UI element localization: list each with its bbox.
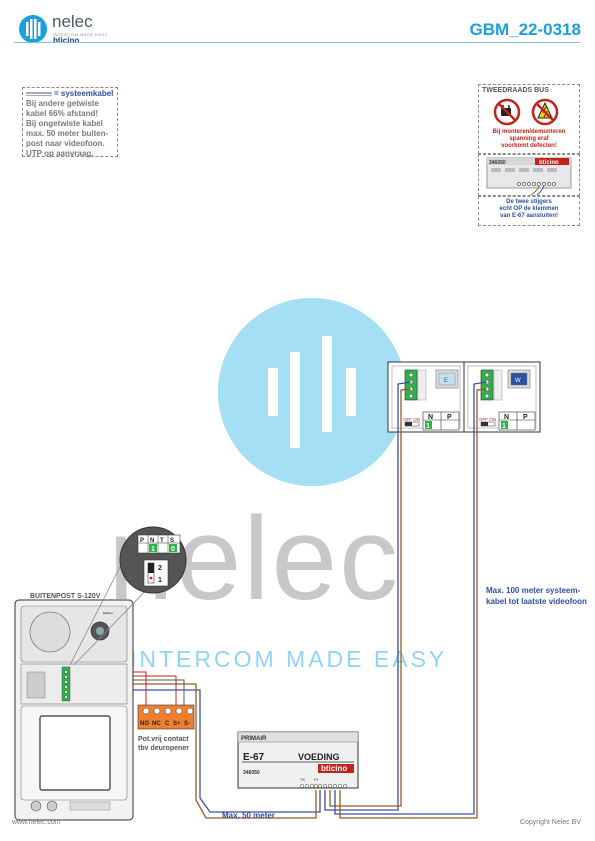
monitor-1-terminal-block: [404, 369, 427, 401]
two-wire-bus-box: TWEEDRAADS BUS Bij monteren/demonteren s…: [478, 84, 580, 226]
bus-info-line: De twee stijgers: [506, 199, 552, 205]
watermark-logo-icon: [268, 336, 356, 448]
zoom-callout: P N T S 1 0 2 1: [69, 526, 187, 666]
max-50-label: Max. 50 meter: [222, 811, 275, 820]
monitor-1-address-block: N P 1: [422, 411, 460, 431]
cable-legend-icon: [26, 92, 52, 96]
door-station-brand: bticino: [103, 611, 113, 615]
brand-name: nelec: [52, 12, 93, 31]
monitor-1-screen-label: E: [444, 378, 448, 384]
max-system-cable-line-1: Max. 100 meter systeem-: [486, 586, 581, 595]
document-code: GBM_22-0318: [469, 20, 581, 39]
monitor-1-terminal-p: P: [447, 414, 452, 421]
power-supply-code: 346050: [243, 770, 260, 776]
monitor-2-screen-icon: W: [507, 369, 531, 389]
power-supply-e67: PRIMAIR E-67 VOEDING bticino 346050 TK P…: [237, 731, 359, 789]
cable-note-line: Bij andere getwiste: [26, 99, 99, 108]
zoom-value-n: 1: [151, 546, 155, 553]
door-station-title: BUITENPOST S-120V: [30, 593, 101, 600]
relay-terminal-s-minus: S-: [184, 721, 190, 727]
bus-module-panel: 346050 bticino: [478, 154, 580, 196]
bus-warning: Bij monteren/demonteren spanning eraf vo…: [479, 129, 579, 150]
bus-info-panel: De twee stijgers echt OP de klemmen van …: [478, 196, 580, 226]
cable-note: = systeemkabel Bij andere getwiste kabel…: [22, 87, 118, 158]
no-power-icons: [493, 98, 559, 126]
zoom-terminal-s: S: [170, 538, 174, 544]
power-supply-primary: PRIMAIR: [241, 736, 267, 742]
bus-warning-line: Bij monteren/demonteren: [492, 129, 566, 135]
bus-warning-panel: TWEEDRAADS BUS Bij monteren/demonteren s…: [478, 84, 580, 154]
zoom-switch-1: 1: [158, 577, 162, 584]
bus-info: De twee stijgers echt OP de klemmen van …: [479, 197, 579, 220]
brand-tagline: INTERCOM MADE EASY: [53, 32, 108, 37]
monitor-1-terminal-n: N: [428, 414, 433, 421]
no-plug-icon: [493, 98, 521, 126]
e67-module-icon: 346050 bticino: [486, 157, 572, 196]
power-supply-brand: bticino: [321, 764, 347, 773]
speaker-icon: [29, 611, 71, 653]
monitor-1: E OFF ON N P 1: [387, 361, 465, 433]
bus-module-brand: bticino: [539, 160, 559, 166]
bus-warning-line: spanning eraf: [509, 136, 549, 142]
bus-info-line: van E-67 aansluiten!: [499, 213, 559, 219]
watermark-logo-circle: [218, 298, 406, 486]
nelec-logo-icon: [19, 15, 47, 43]
power-supply-model: E-67: [243, 752, 265, 763]
max-system-cable-line-2: kabel tot laatste videofoon: [486, 597, 587, 606]
power-supply-terminal-tk: TK: [300, 777, 305, 782]
zoom-terminal-t: T: [160, 538, 164, 544]
header-divider: [14, 42, 580, 43]
bus-info-line: echt OP de klemmen: [499, 206, 559, 212]
bus-title: TWEEDRAADS BUS: [482, 87, 549, 94]
relay-terminal-block: NO NC C S+ S- Pot.vrij contact tbv deuro…: [137, 704, 195, 752]
cable-note-line: UTP op aanvraag.: [26, 149, 94, 158]
zoom-terminal-p: P: [140, 538, 144, 544]
monitor-2-screen-label: W: [515, 378, 521, 384]
nelec-logo: nelec INTERCOM MADE EASY bticino: [18, 12, 128, 46]
door-station-terminal-block: [61, 666, 71, 702]
contact-note-line-1: Pot.vrij contact: [138, 736, 189, 743]
bus-module-code: 346050: [489, 160, 506, 166]
relay-terminal-c: C: [165, 721, 170, 727]
monitor-2-address-block: N P 1: [498, 411, 536, 431]
monitor-2: W OFF ON N P 1: [463, 361, 541, 433]
zoom-terminal-n: N: [150, 538, 154, 544]
cable-note-line: post naar videofoon.: [26, 139, 105, 148]
zoom-value-s: 0: [171, 546, 175, 553]
cable-note-line: max. 50 meter buiten-: [26, 129, 109, 138]
relay-terminal-no: NO: [140, 721, 149, 727]
door-station-button-area: [39, 715, 111, 791]
monitor-2-switch-label: OFF ON: [479, 417, 496, 422]
cable-legend: = systeemkabel: [26, 89, 114, 99]
relay-terminal-nc: NC: [152, 721, 161, 727]
cable-note-line: Bij ongetwiste kabel: [26, 119, 103, 128]
monitor-1-switch-label: OFF ON: [403, 417, 420, 422]
power-supply-function: VOEDING: [298, 752, 340, 762]
footer-website: www.nelec.com: [12, 819, 61, 826]
contact-note-line-2: tbv deuropener: [138, 745, 189, 752]
footer-copyright: Copyright Nelec BV: [519, 819, 581, 826]
sub-brand: bticino: [53, 36, 80, 45]
door-station: BUITENPOST S-120V bticino: [14, 593, 134, 821]
monitor-2-address: 1: [502, 423, 506, 430]
no-voltage-icon: [531, 98, 559, 126]
monitor-2-terminal-p: P: [523, 414, 528, 421]
power-supply-terminal-pi: PI: [314, 777, 318, 782]
cable-legend-label: = systeemkabel: [54, 89, 114, 98]
relay-terminal-s-plus: S+: [173, 721, 181, 727]
monitor-2-terminal-n: N: [504, 414, 509, 421]
watermark-tagline: INTERCOM MADE EASY: [130, 646, 448, 672]
monitor-1-address: 1: [426, 423, 430, 430]
zoom-switch-2: 2: [158, 565, 162, 572]
monitor-2-terminal-block: [480, 369, 503, 401]
bus-warning-line: voorkomt defecten!: [501, 143, 557, 149]
bus-cables: [62, 381, 488, 819]
cable-note-line: kabel 66% afstand!: [26, 109, 99, 118]
monitor-1-screen-icon: E: [435, 369, 459, 389]
